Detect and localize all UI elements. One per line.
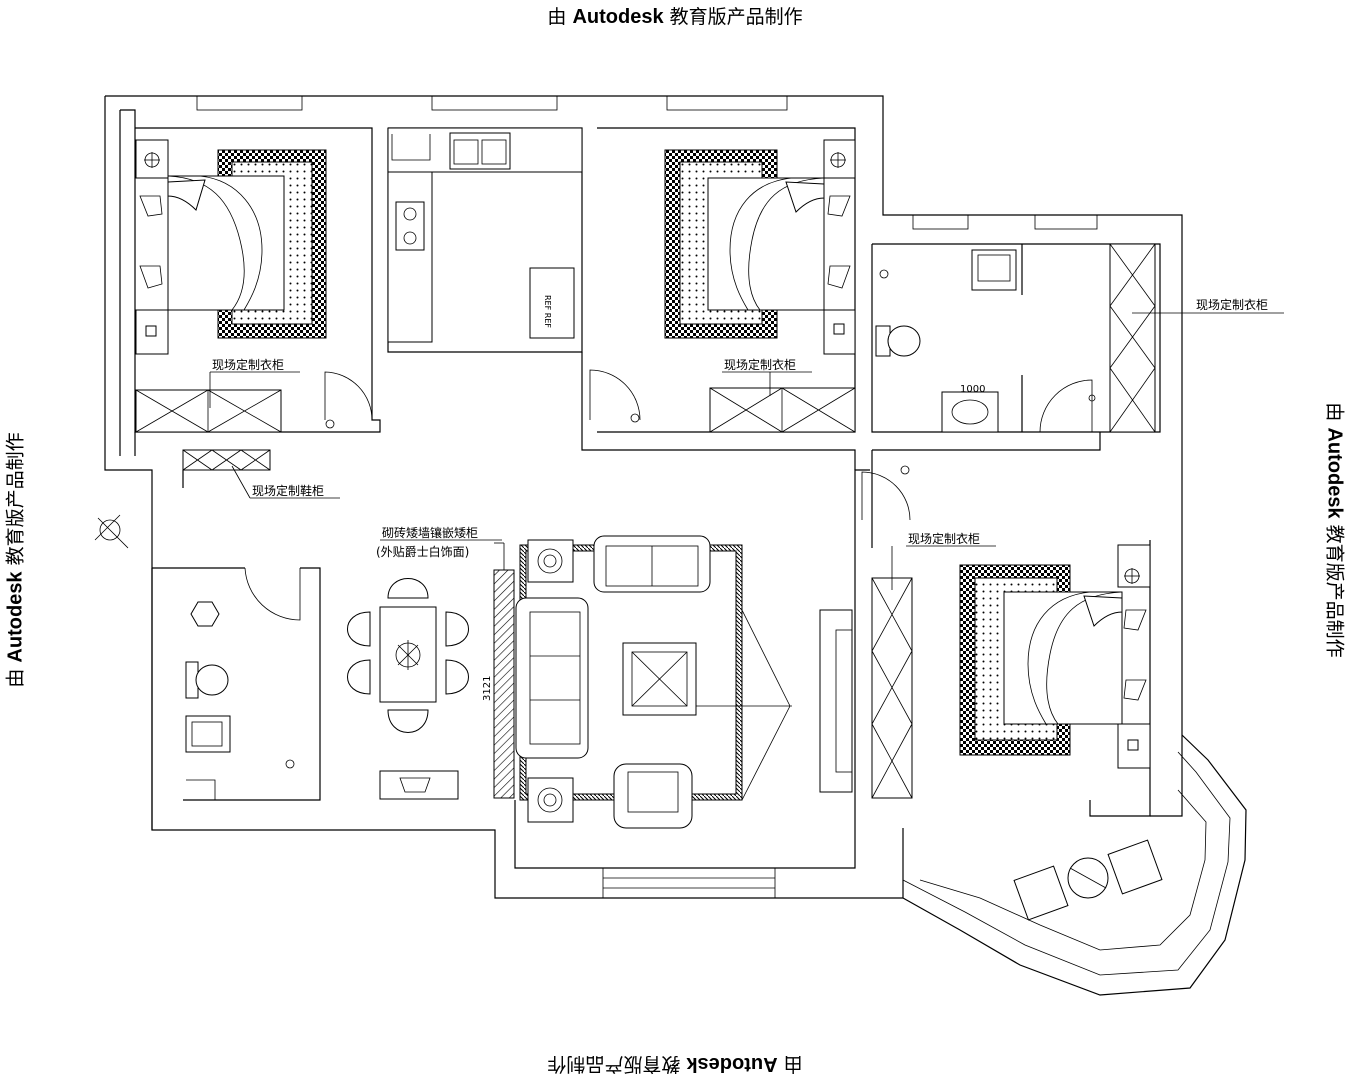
living-room	[514, 465, 911, 869]
label-wardrobe-2: 现场定制衣柜	[724, 358, 797, 372]
label-brick-wall-1: 砌砖矮墙镶嵌矮柜	[382, 526, 479, 540]
label-wardrobe-1: 现场定制衣柜	[212, 358, 285, 372]
balcony	[902, 734, 1247, 996]
label-shoe-cabinet: 现场定制鞋柜	[252, 484, 325, 498]
label-wardrobe-3: 现场定制衣柜	[1196, 298, 1269, 312]
dim-wall: 3121	[482, 676, 493, 701]
bathroom-top-right: 1000	[871, 243, 1161, 433]
bedroom-top-middle	[581, 127, 856, 470]
brick-partition: 3121	[482, 542, 515, 799]
fridge-text: REF REF	[543, 295, 552, 328]
bedroom-bottom-right	[871, 432, 1151, 898]
label-brick-wall-2: (外贴爵士白饰面)	[376, 545, 470, 559]
dim-bath: 1000	[960, 384, 985, 395]
bathroom-bottom-left	[151, 567, 321, 830]
label-wardrobe-4: 现场定制衣柜	[908, 532, 981, 546]
dining-area	[347, 578, 469, 800]
bedroom-top-left	[120, 109, 381, 456]
watermark-top: 由 Autodesk 教育版产品制作	[547, 6, 803, 28]
entry	[94, 449, 271, 549]
kitchen: REF REF	[387, 127, 583, 353]
